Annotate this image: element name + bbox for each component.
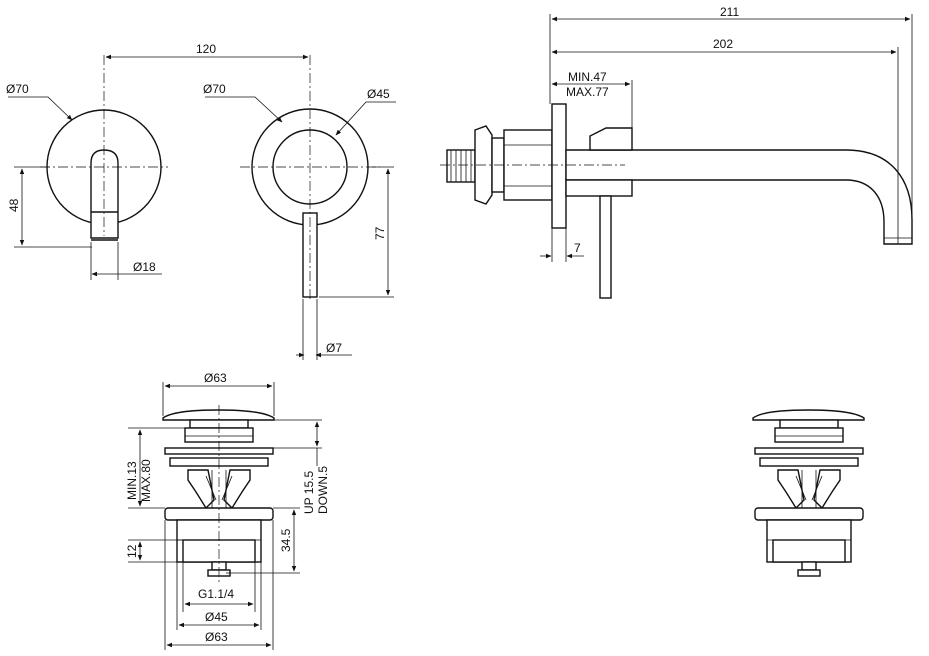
side-view: 211 202 MIN.47 MAX.77 7 xyxy=(440,5,913,299)
waste-view-dimensioned: Ø63 MIN.13 MAX.80 UP 15.5 DOWN.5 34.5 12… xyxy=(125,371,330,650)
waste-thread-h-label: 12 xyxy=(125,544,139,558)
control-lever-dia-label: Ø7 xyxy=(326,341,342,355)
control-diameter-label: Ø70 xyxy=(203,82,226,96)
side-min-label: MIN.47 xyxy=(568,70,607,84)
waste-view-plain xyxy=(752,409,865,577)
side-spout xyxy=(565,149,913,245)
waste-height-label: 34.5 xyxy=(279,528,293,552)
waste-flange-dia-label: Ø63 xyxy=(205,630,228,644)
side-projection-label: 202 xyxy=(713,37,733,51)
waste-plain-flange xyxy=(754,507,864,521)
side-max-label: MAX.77 xyxy=(566,85,609,99)
mixer-spout-dia-label: Ø18 xyxy=(133,260,156,274)
mixer-front-view: Ø70 48 Ø18 xyxy=(6,55,168,280)
mixer-diameter-leader xyxy=(8,96,73,121)
spacing-label: 120 xyxy=(196,42,216,56)
waste-body-dia-label: Ø45 xyxy=(205,610,228,624)
side-plate-label: 7 xyxy=(574,241,581,255)
waste-plain-cap xyxy=(752,409,865,421)
waste-cap xyxy=(162,409,275,421)
control-diameter-leader xyxy=(205,96,283,123)
control-inner-dia-leader xyxy=(335,101,396,136)
side-lever-cap xyxy=(589,127,633,151)
mixer-height-label: 48 xyxy=(7,198,21,212)
waste-min-label: MIN.13 xyxy=(125,461,139,500)
waste-thread-label: G1.1/4 xyxy=(198,587,234,601)
side-lever-handle xyxy=(599,195,612,299)
side-wall-plate xyxy=(551,103,567,229)
mixer-spout-body xyxy=(90,149,119,239)
waste-max-label: MAX.80 xyxy=(139,459,153,502)
mixer-diameter-label: Ø70 xyxy=(6,82,29,96)
waste-cap-dia-label: Ø63 xyxy=(204,371,227,385)
control-inner-dia-label: Ø45 xyxy=(367,87,390,101)
control-lever-len-label: 77 xyxy=(373,226,387,240)
side-lever-body xyxy=(565,179,633,197)
control-front-view: Ø70 Ø45 77 Ø7 xyxy=(203,55,396,360)
spacing-dim: 120 xyxy=(105,42,309,60)
waste-up-label: UP 15.5 xyxy=(302,471,316,514)
waste-down-label: DOWN.5 xyxy=(316,466,330,514)
side-total-label: 211 xyxy=(720,5,739,19)
